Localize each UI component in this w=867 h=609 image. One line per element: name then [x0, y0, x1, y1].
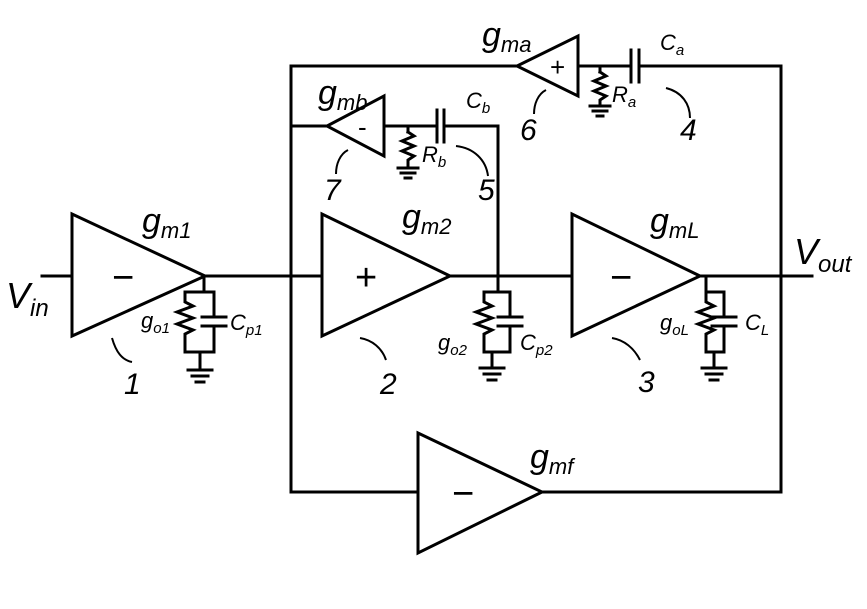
gmb-callout: [335, 149, 349, 175]
cb-callout: [455, 145, 489, 177]
amplifier-gm2: + gm2: [320, 198, 454, 339]
gmf-sign: −: [452, 473, 474, 515]
ra-label: Ra: [612, 82, 636, 111]
gmb-number: 7: [324, 174, 342, 207]
gmf-label: gmf: [530, 438, 576, 479]
vin-label: Vin: [6, 275, 49, 322]
vout-label: Vout: [794, 231, 853, 278]
goL-resistor: [693, 290, 719, 354]
ca-label: Ca: [660, 30, 684, 59]
gm2-sign: +: [355, 257, 377, 299]
gmb-triangle: [323, 93, 386, 159]
go2-label: go2: [438, 330, 468, 359]
goL-label: goL: [660, 310, 689, 339]
gmL-triangle: [570, 211, 704, 339]
rb-resistor: [398, 129, 418, 170]
gm1-number: 1: [124, 368, 141, 401]
go2-resistor: [471, 290, 497, 354]
ra-resistor: [590, 69, 610, 108]
vout-load: goL CL 3: [611, 274, 769, 399]
amplifier-gm1: − gm1: [70, 202, 209, 339]
gm2-number: 2: [379, 368, 397, 401]
ca-ra-branch: Ca Ra 4 6: [520, 30, 697, 147]
gma-callout: [533, 89, 547, 115]
gm1-label: gm1: [142, 202, 191, 243]
node2-load: go2 Cp2 2: [359, 274, 553, 401]
amplifier-gma: + gma: [482, 16, 580, 99]
gm2-callout: [359, 337, 387, 361]
amplifier-gmb: - gmb: [318, 74, 386, 159]
gmb-sign: -: [358, 112, 367, 142]
gmL-sign: −: [610, 257, 632, 299]
cl-label: CL: [745, 310, 769, 339]
cb-rb-branch: Cb Rb 5 7: [324, 88, 495, 207]
cb-label: Cb: [466, 88, 490, 117]
cb-number: 5: [478, 174, 495, 207]
gmL-label: gmL: [650, 202, 699, 243]
gmf-triangle: [416, 430, 546, 556]
ca-number: 4: [680, 114, 697, 147]
gm2-label: gm2: [402, 198, 451, 239]
amplifier-gmL: − gmL: [570, 202, 704, 339]
wires: [40, 64, 814, 494]
amplifier-gmf: − gmf: [416, 430, 576, 556]
gmL-number: 3: [638, 366, 655, 399]
go1-label: go1: [141, 308, 170, 337]
gm1-callout: [111, 337, 133, 363]
gm2-triangle: [320, 211, 454, 339]
cp1-label: Cp1: [230, 310, 263, 339]
gma-triangle: [513, 33, 580, 99]
node1-load: go1 Cp1 1: [111, 274, 263, 401]
gm1-triangle: [70, 211, 209, 339]
gma-number: 6: [520, 114, 537, 147]
ca-callout: [665, 87, 691, 119]
cp2-label: Cp2: [520, 330, 553, 359]
gmL-callout: [611, 337, 641, 361]
rb-label: Rb: [422, 142, 446, 171]
go1-resistor: [172, 290, 198, 354]
gmb-label: gmb: [318, 74, 367, 115]
gm1-sign: −: [112, 257, 134, 299]
gma-label: gma: [482, 16, 531, 57]
gma-sign: +: [550, 52, 565, 82]
